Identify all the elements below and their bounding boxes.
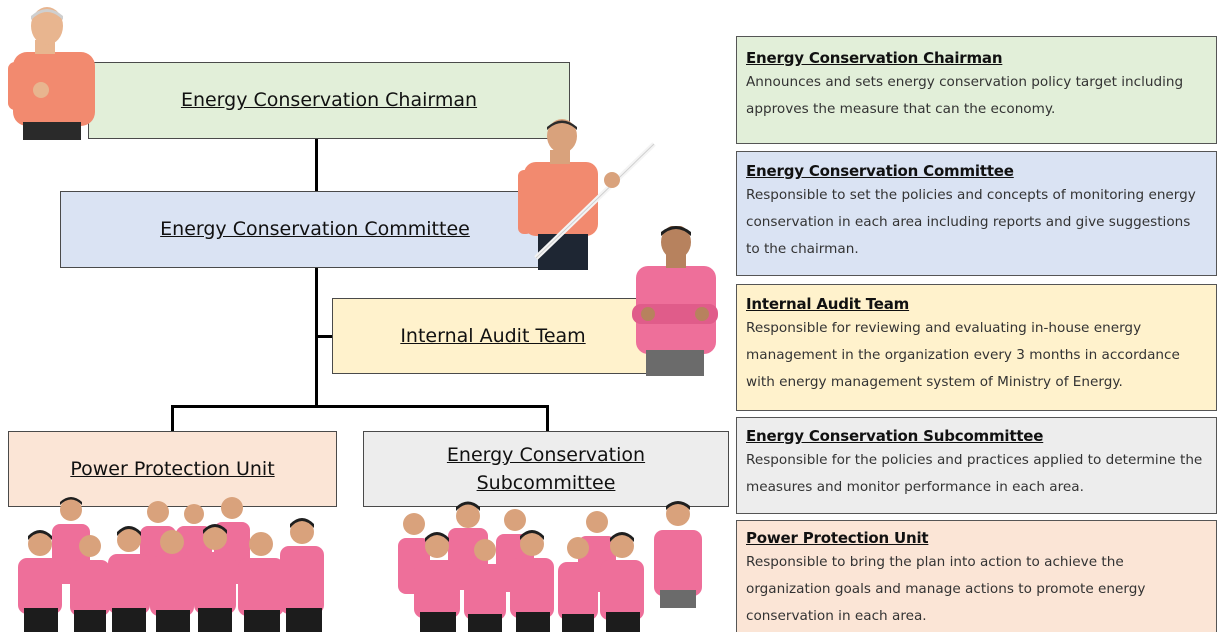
- desc-audit: Internal Audit Team Responsible for revi…: [736, 284, 1217, 411]
- desc-committee: Energy Conservation Committee Responsibl…: [736, 151, 1217, 276]
- audit-label: Internal Audit Team: [400, 324, 586, 347]
- connector-power: [171, 405, 174, 432]
- desc-committee-title: Energy Conservation Committee: [746, 162, 1014, 180]
- desc-subcommittee: Energy Conservation Subcommittee Respons…: [736, 417, 1217, 514]
- connector-chairman-committee: [315, 138, 318, 192]
- connector-horizontal: [171, 405, 549, 408]
- audit-lead-photo: [632, 226, 718, 376]
- connector-audit-branch: [315, 335, 333, 338]
- connector-subcommittee: [546, 405, 549, 432]
- desc-committee-text: Responsible to set the policies and conc…: [746, 187, 1196, 257]
- desc-power: Power Protection Unit Responsible to bri…: [736, 520, 1217, 632]
- committee-box: Energy Conservation Committee: [60, 191, 570, 268]
- desc-audit-text: Responsible for reviewing and evaluating…: [746, 320, 1180, 390]
- subcommittee-box: Energy Conservation Subcommittee: [363, 431, 729, 507]
- audit-box: Internal Audit Team: [332, 298, 654, 374]
- subcommittee-label-line1: Energy Conservation: [446, 443, 646, 466]
- power-box: Power Protection Unit: [8, 431, 337, 507]
- chairman-photo: [8, 7, 95, 140]
- desc-subcommittee-text: Responsible for the policies and practic…: [746, 452, 1203, 495]
- desc-subcommittee-title: Energy Conservation Subcommittee: [746, 427, 1044, 445]
- desc-chairman-title: Energy Conservation Chairman: [746, 49, 1003, 67]
- committee-label: Energy Conservation Committee: [160, 218, 470, 241]
- subcommittee-label-line2: Subcommittee: [476, 472, 616, 494]
- committee-chair-photo: [518, 119, 656, 270]
- subcommittee-group-photo: [398, 501, 702, 632]
- desc-chairman-text: Announces and sets energy conservation p…: [746, 74, 1184, 117]
- desc-power-title: Power Protection Unit: [746, 529, 929, 547]
- power-label: Power Protection Unit: [70, 457, 275, 480]
- chairman-label: Energy Conservation Chairman: [180, 89, 478, 112]
- chairman-box: Energy Conservation Chairman: [88, 62, 570, 139]
- power-protection-group-photo: [18, 497, 324, 632]
- desc-audit-title: Internal Audit Team: [746, 295, 910, 313]
- desc-chairman: Energy Conservation Chairman Announces a…: [736, 36, 1217, 144]
- desc-power-text: Responsible to bring the plan into actio…: [746, 554, 1146, 624]
